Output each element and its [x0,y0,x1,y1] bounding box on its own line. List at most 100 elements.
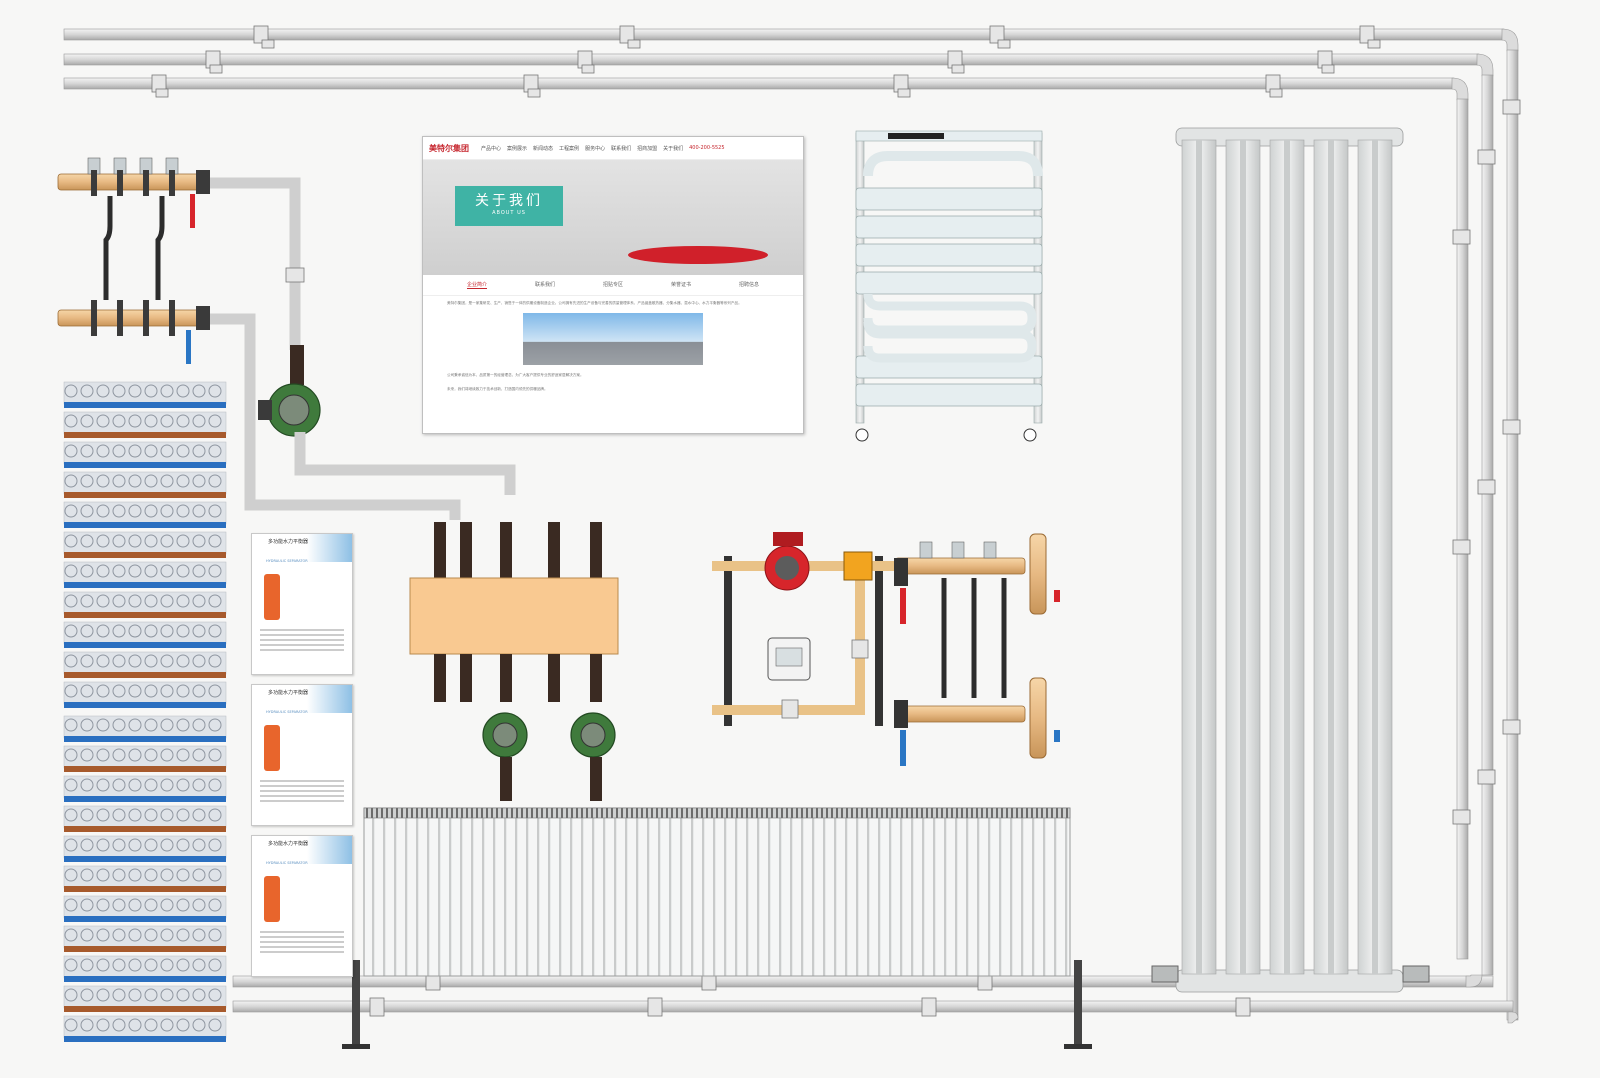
pex-band [64,886,226,892]
factory-photo [523,313,703,365]
pex-coil [112,444,126,458]
tab-recruit-zone[interactable]: 招贴专区 [602,282,623,288]
pex-coil [96,564,110,578]
pex-coil [160,958,174,972]
pex-coil [192,534,206,548]
pipe-clips-right [1452,99,1521,825]
top-pipe-run [63,28,1519,101]
tab-certificates[interactable]: 荣誉证书 [670,282,691,288]
pex-coil [176,384,190,398]
pex-coil [192,838,206,852]
pex-coil [192,1018,206,1032]
pex-coil [128,1018,142,1032]
pex-coil [64,684,78,698]
brochure-header [252,685,352,713]
pex-coil [192,504,206,518]
pex-band [64,612,226,618]
pex-band [64,766,226,772]
pex-coil [208,684,222,698]
tab-jobs[interactable]: 招聘信息 [738,282,759,288]
tab-contact[interactable]: 联系我们 [534,282,555,288]
pex-coil [128,898,142,912]
pex-coil [192,928,206,942]
pex-coil [144,808,158,822]
pex-coil [160,504,174,518]
pex-coil [96,748,110,762]
pex-coil [80,684,94,698]
pex-coil [144,718,158,732]
pex-coil [80,594,94,608]
pex-band [64,582,226,588]
pex-coil [112,1018,126,1032]
pex-coil [112,958,126,972]
towel-rail-radiator [855,130,1043,442]
nav-item[interactable]: 服务中心 [585,145,606,152]
pex-coil [64,474,78,488]
pex-coil [80,444,94,458]
tab-company-intro[interactable]: 企业简介 [466,282,487,289]
hydraulic-separator [409,522,619,801]
pex-coil [64,534,78,548]
intro-paragraph: 公司秉承诚信为本、品质第一的经营理念，为广大客户提供专业的舒适家居解决方案。 [447,373,584,377]
pex-coil [112,748,126,762]
website-navbar: 美特尔集团 产品中心 案例展示 新闻动态 工程案例 服务中心 联系我们 招商加盟… [423,137,803,160]
pex-coil [192,748,206,762]
pex-coil [64,384,78,398]
pex-coil [80,958,94,972]
pex-coil [208,898,222,912]
pex-coil [176,474,190,488]
pex-coil [176,414,190,428]
phone-number: 400-200-5525 [689,145,725,151]
pex-coil [112,778,126,792]
manifold-top-left [57,157,340,511]
pex-coil [176,808,190,822]
pex-coil [144,988,158,1002]
nav-item[interactable]: 产品中心 [481,145,502,152]
nav-item[interactable]: 案例展示 [507,145,528,152]
pex-coil [128,808,142,822]
hero-subtitle: ABOUT US [492,210,526,216]
pex-band [64,916,226,922]
pex-band [64,856,226,862]
pex-coil [208,654,222,668]
pex-coil [192,654,206,668]
pex-band [64,976,226,982]
pex-coil [192,868,206,882]
pex-coil [208,474,222,488]
pex-coil [64,868,78,882]
pex-coil [64,988,78,1002]
nav-item[interactable]: 新闻动态 [533,145,554,152]
pex-coil [208,1018,222,1032]
brochure-title: 多功能水力平衡器 [268,539,309,545]
pex-coil [144,474,158,488]
pex-coil [64,928,78,942]
nav-item[interactable]: 招商加盟 [637,145,658,152]
pex-coil [208,718,222,732]
pex-coil [192,474,206,488]
pex-coil [144,534,158,548]
brochure-header [252,534,352,562]
pex-coil [80,414,94,428]
pex-coil [96,1018,110,1032]
nav-item[interactable]: 关于我们 [663,145,684,152]
pex-coil [176,654,190,668]
pex-coil [128,988,142,1002]
red-display-stage [628,246,768,264]
pex-coil [96,414,110,428]
pex-coil [96,384,110,398]
pex-coil [64,1018,78,1032]
pex-coil [144,838,158,852]
pex-coil [128,624,142,638]
brochure-subtitle: HYDRAULIC SEPARATOR [266,861,308,865]
brochure-subtitle: HYDRAULIC SEPARATOR [266,710,308,714]
pex-coil [208,594,222,608]
pex-coil [96,504,110,518]
pex-coil [96,958,110,972]
pex-coil [144,748,158,762]
nav-item[interactable]: 工程案例 [559,145,580,152]
nav-item[interactable]: 联系我们 [611,145,632,152]
pex-coil [192,808,206,822]
pex-coil [192,988,206,1002]
pex-coil [208,808,222,822]
pex-coil [192,718,206,732]
